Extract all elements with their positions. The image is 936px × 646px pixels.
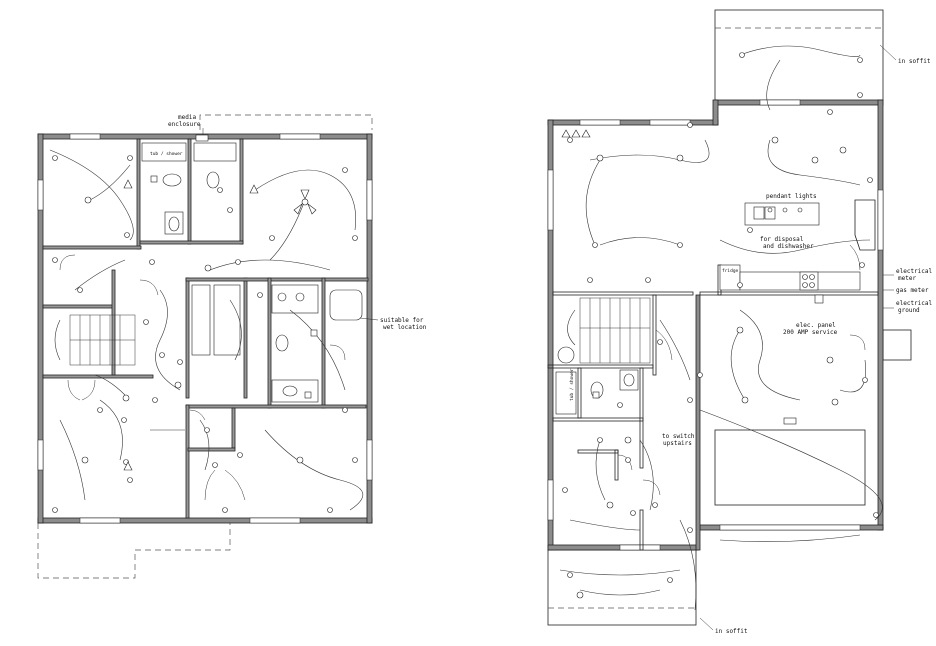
right-tub-label: tub / shower (569, 368, 575, 401)
gas-meter-label: gas meter (896, 287, 929, 294)
elec-panel-label-1: elec. panel (796, 322, 836, 329)
soffit-bottom-label: in soffit (715, 628, 748, 635)
electrical-meter-label-1: electrical (896, 268, 933, 275)
media-label-2: enclosure (168, 121, 201, 128)
right-floor-plan: fridge tub / shower (547, 9, 933, 635)
disposal-label-2: and dishwasher (763, 243, 814, 250)
left-stairs (54, 314, 136, 366)
switch-upstairs-label-1: to switch (662, 433, 695, 440)
right-stairs (557, 297, 651, 364)
media-label-1: media (178, 114, 196, 121)
electrical-ground-label-2: ground (898, 307, 920, 314)
fridge-label: fridge (722, 268, 739, 274)
disposal-label-1: for disposal (760, 236, 804, 243)
elec-panel-label-2: 200 AMP service (783, 329, 838, 336)
soffit-top-label: in soffit (898, 58, 931, 65)
ceiling-fan-icon (293, 189, 317, 215)
wet-location-label-1: suitable for (380, 317, 424, 324)
pendant-lights-label: pendant lights (766, 193, 817, 200)
electrical-ground-label-1: electrical (896, 300, 933, 307)
wet-location-label-2: wet location (383, 324, 427, 331)
switch-upstairs-label-2: upstairs (663, 440, 692, 447)
left-floor-plan: tub / shower media enclosure suitable fo… (37, 114, 427, 579)
left-tub-label: tub / shower (150, 151, 183, 157)
electrical-meter-label-2: meter (898, 275, 916, 282)
